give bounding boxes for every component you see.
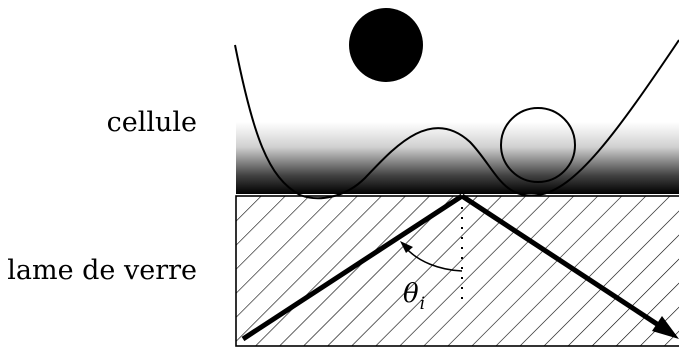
cell-outline: [234, 39, 679, 200]
angle-arc-arrowhead: [400, 241, 413, 253]
reflected-ray: [460, 193, 665, 331]
angle-label: θi: [403, 279, 425, 314]
hollow-particle: [500, 107, 576, 183]
solid-particle: [349, 8, 423, 82]
glass-label: lame de verre: [7, 255, 197, 286]
incident-ray: [241, 193, 464, 342]
cell-label: cellule: [107, 107, 197, 138]
reflected-ray-arrowhead: [652, 316, 679, 339]
angle-arc: [404, 246, 463, 272]
